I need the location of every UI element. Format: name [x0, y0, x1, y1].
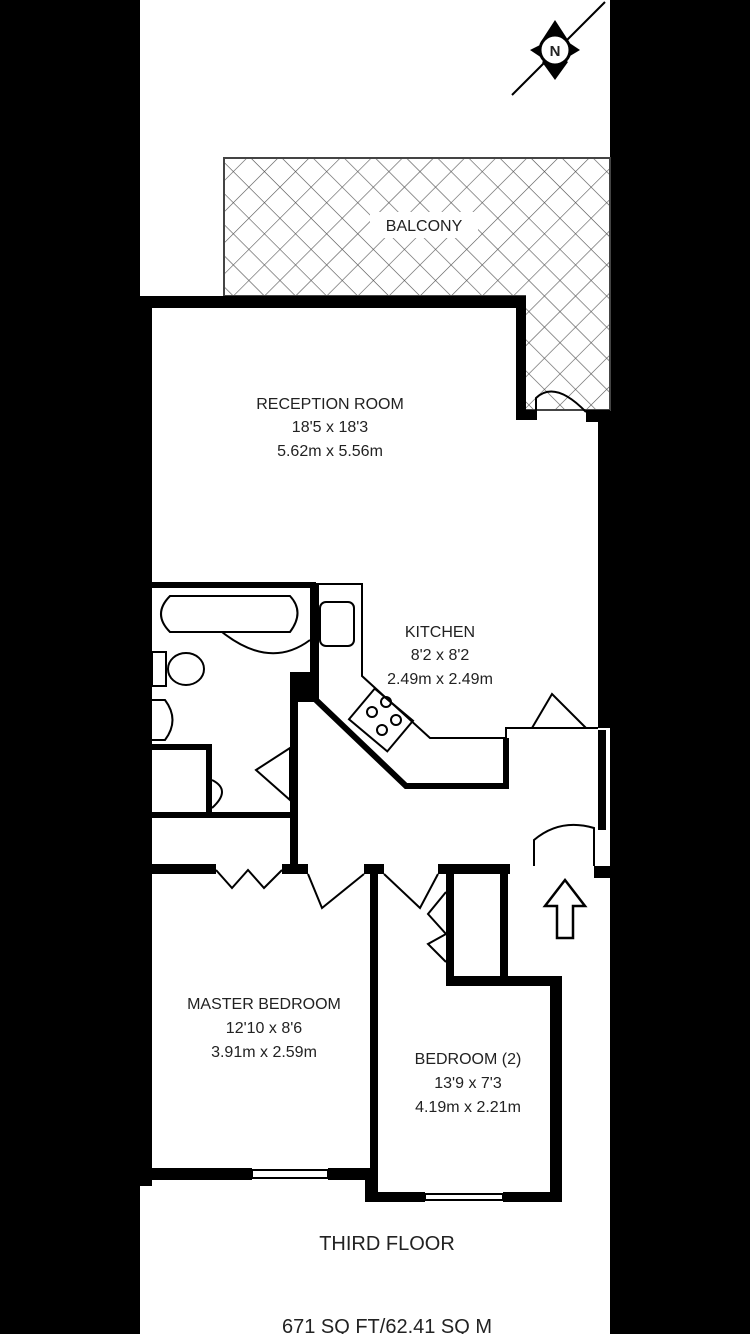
kitchen-name: KITCHEN	[405, 624, 475, 641]
master-bedroom-name: MASTER BEDROOM	[187, 996, 341, 1013]
bedroom2-name: BEDROOM (2)	[415, 1051, 522, 1068]
reception-name: RECEPTION ROOM	[256, 396, 404, 413]
master-bedroom-imperial: 12'10 x 8'6	[226, 1020, 302, 1037]
room-bedroom-2: BEDROOM (2) 13'9 x 7'3 4.19m x 2.21m	[415, 1051, 522, 1116]
fixtures	[151, 319, 598, 1201]
compass-letter: N	[550, 43, 561, 60]
walls	[140, 296, 610, 1202]
reception-imperial: 18'5 x 18'3	[292, 419, 368, 436]
kitchen-metric: 2.49m x 2.49m	[387, 671, 493, 688]
bedroom2-metric: 4.19m x 2.21m	[415, 1099, 521, 1116]
bedroom2-imperial: 13'9 x 7'3	[434, 1075, 502, 1092]
room-reception: RECEPTION ROOM 18'5 x 18'3 5.62m x 5.56m	[256, 396, 404, 460]
kitchen-imperial: 8'2 x 8'2	[411, 647, 470, 664]
room-master-bedroom: MASTER BEDROOM 12'10 x 8'6 3.91m x 2.59m	[187, 996, 341, 1061]
compass-icon: N	[511, 1, 606, 96]
entrance-arrow-icon	[542, 877, 588, 940]
floor-label: THIRD FLOOR	[319, 1233, 455, 1255]
reception-metric: 5.62m x 5.56m	[277, 443, 383, 460]
area-label: 671 SQ FT/62.41 SQ M	[282, 1316, 492, 1334]
master-bedroom-metric: 3.91m x 2.59m	[211, 1044, 317, 1061]
balcony-label: BALCONY	[386, 218, 463, 235]
room-kitchen: KITCHEN 8'2 x 8'2 2.49m x 2.49m	[387, 624, 493, 688]
